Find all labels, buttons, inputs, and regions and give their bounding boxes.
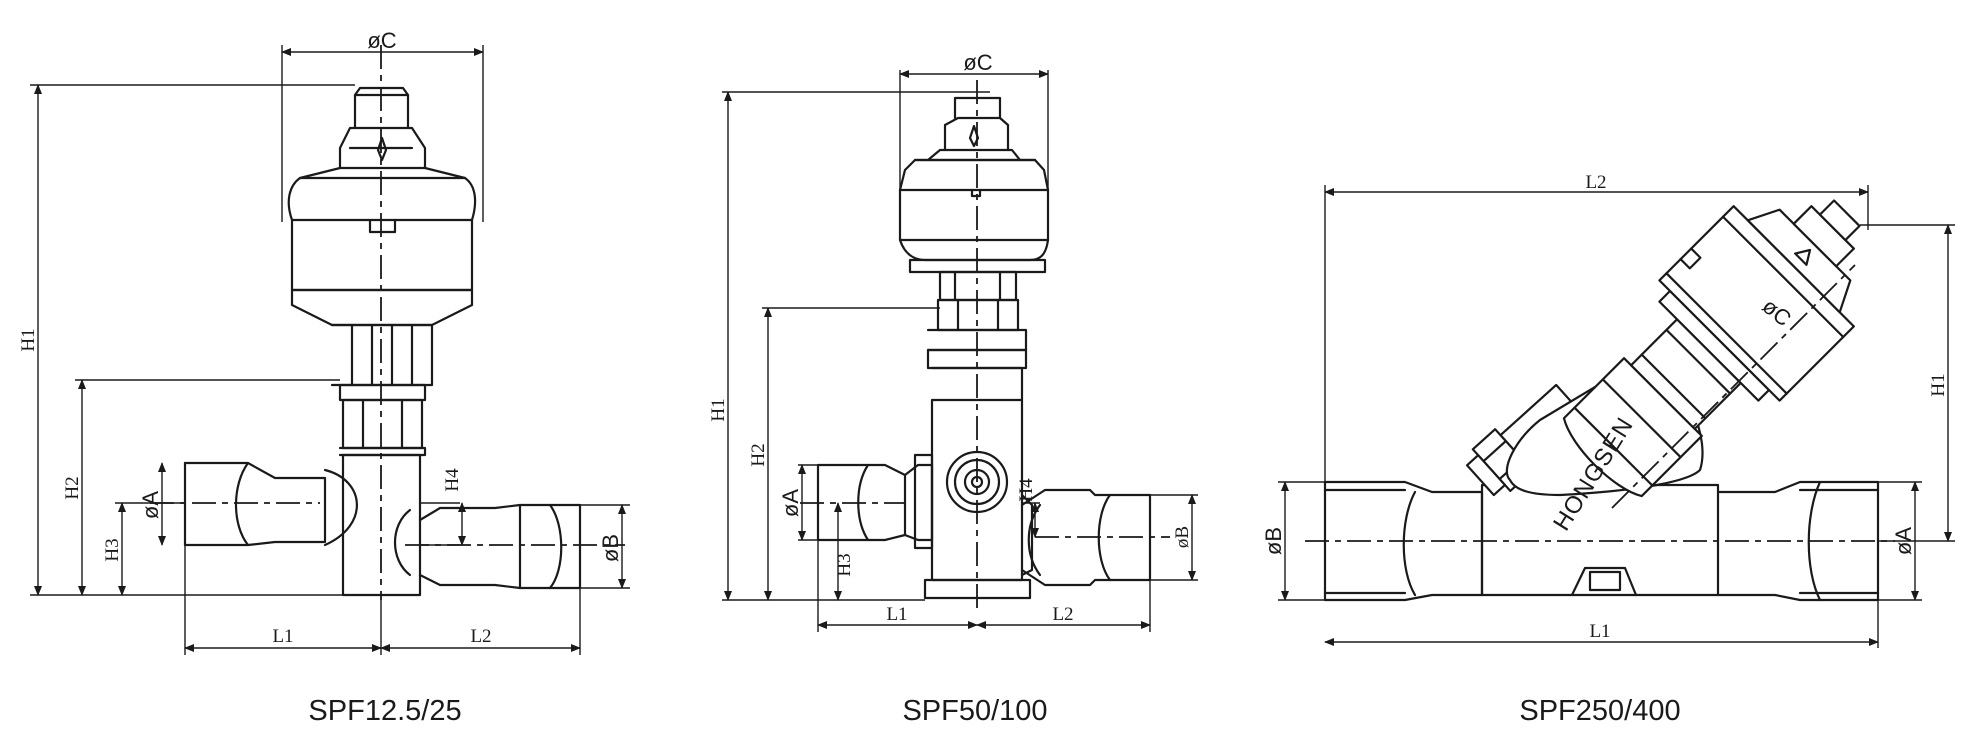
dim-c-label: øC xyxy=(367,28,396,53)
valve-spf50-100: øC H1 H2 H3 H4 øA øB L1 L2 SPF50/100 xyxy=(708,50,1198,727)
dim-c-label: øC xyxy=(963,50,992,75)
dim-h1-label: H1 xyxy=(1928,373,1949,396)
dim-h2-label: H2 xyxy=(62,476,83,499)
dim-h3-label: H3 xyxy=(834,553,855,576)
dim-l2-label: L2 xyxy=(470,626,491,647)
dim-l1-label: L1 xyxy=(1589,621,1610,642)
dim-l2-label: L2 xyxy=(1585,172,1606,193)
dim-b-label: øB xyxy=(1261,527,1286,555)
dim-a-label: øA xyxy=(778,489,803,517)
dim-h4-label: H4 xyxy=(442,468,463,492)
dim-h1-label: H1 xyxy=(708,398,729,421)
model-name-spf12-5-25: SPF12.5/25 xyxy=(308,695,461,727)
valve-spf12-5-25: øC H1 H2 H3 H4 øA øB L1 L2 SPF12.5/25 xyxy=(18,28,630,727)
model-name-spf250-400: SPF250/400 xyxy=(1519,695,1680,727)
dim-l2-label: L2 xyxy=(1052,604,1073,625)
dim-l1-label: L1 xyxy=(886,604,907,625)
dim-h4-label: H4 xyxy=(1016,478,1037,502)
dim-b-label: øB xyxy=(1172,526,1193,548)
dim-h1-label: H1 xyxy=(18,328,39,351)
dim-a-label: øA xyxy=(138,491,163,519)
dim-a-label: øA xyxy=(1891,527,1916,555)
dim-l1-label: L1 xyxy=(272,626,293,647)
dim-b-label: øB xyxy=(598,534,623,562)
model-name-spf50-100: SPF50/100 xyxy=(902,695,1047,727)
valve-spf250-400: L2 L1 H1 øA øB øC HONGSEN SPF250/400 xyxy=(1261,172,1955,727)
dim-h2-label: H2 xyxy=(748,443,769,466)
dim-h3-label: H3 xyxy=(102,538,123,561)
